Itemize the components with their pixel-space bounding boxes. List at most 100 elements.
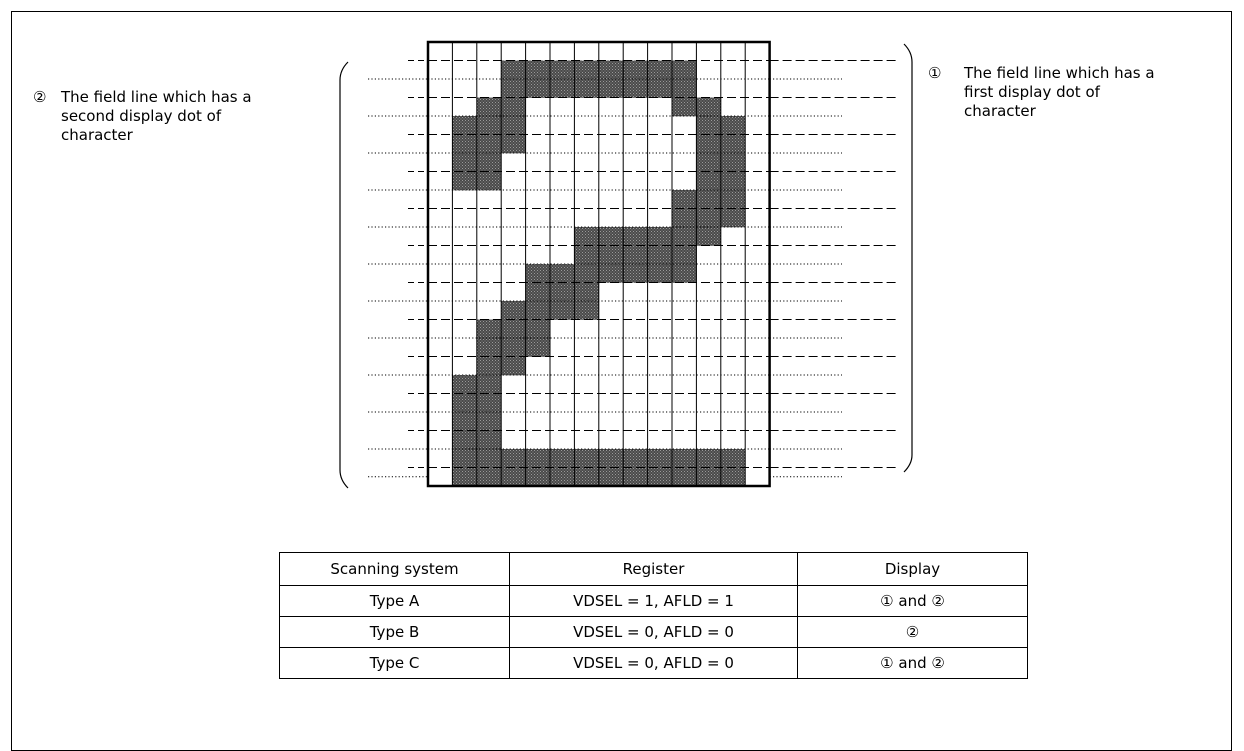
filled-dot-cells <box>452 60 746 487</box>
filled-dot <box>574 282 600 302</box>
annotation-second-line: character <box>61 126 133 144</box>
filled-dot <box>598 449 624 468</box>
filled-dot <box>672 79 697 98</box>
filled-dot <box>623 245 648 265</box>
annotation-first-line: character <box>964 102 1036 120</box>
filled-dot <box>452 153 478 172</box>
filled-dot <box>476 171 502 191</box>
filled-dot <box>672 208 697 228</box>
table-row: Type C VDSEL = 0, AFLD = 0 ① and ② <box>279 647 1028 679</box>
filled-dot <box>720 449 746 468</box>
filled-dot <box>476 412 502 431</box>
filled-dot <box>550 301 575 320</box>
filled-dot <box>452 449 478 468</box>
character-frame-outline <box>426 40 771 488</box>
filled-dot <box>501 467 526 487</box>
annotation-first-line: The field line which has a <box>964 64 1155 82</box>
filled-dot <box>574 60 600 80</box>
dot-grid <box>428 42 770 486</box>
annotation-second-line: second display dot of <box>61 107 222 125</box>
filled-dot <box>574 227 600 246</box>
filled-dot <box>476 319 502 339</box>
filled-dot <box>525 338 551 357</box>
filled-dot <box>647 467 673 487</box>
filled-dot <box>452 430 478 450</box>
filled-dot <box>696 190 722 209</box>
filled-dot <box>550 449 575 468</box>
character-dot-matrix-diagram <box>339 40 913 489</box>
filled-dot <box>598 227 624 246</box>
filled-dot <box>598 245 624 265</box>
filled-dot <box>476 467 502 487</box>
filled-dot <box>501 319 526 339</box>
filled-dot <box>696 153 722 172</box>
filled-dot <box>452 134 478 154</box>
filled-dot <box>525 449 551 468</box>
filled-dot <box>550 264 575 283</box>
filled-dot <box>598 467 624 487</box>
annotation-second-text: The field line which has a second displa… <box>61 88 311 145</box>
filled-dot <box>476 153 502 172</box>
filled-dot <box>672 264 697 283</box>
filled-dot <box>501 449 526 468</box>
filled-dot <box>696 449 722 468</box>
filled-dot <box>501 301 526 320</box>
filled-dot <box>696 227 722 246</box>
filled-dot <box>720 153 746 172</box>
filled-dot <box>501 60 526 80</box>
filled-dot <box>525 301 551 320</box>
filled-dot <box>696 134 722 154</box>
filled-dot <box>623 264 648 283</box>
filled-dot <box>672 467 697 487</box>
filled-dot <box>696 97 722 117</box>
filled-dot <box>525 282 551 302</box>
column-header-display: Display <box>797 552 1028 586</box>
filled-dot <box>550 60 575 80</box>
filled-dot <box>598 79 624 98</box>
table-cell: Type C <box>279 647 510 679</box>
filled-dot <box>574 79 600 98</box>
filled-dot <box>672 245 697 265</box>
table-cell: Type A <box>279 585 510 617</box>
table-cell: ① and ② <box>797 647 1028 679</box>
filled-dot <box>720 116 746 135</box>
filled-dot <box>696 208 722 228</box>
table-cell: Type B <box>279 616 510 648</box>
scanning-system-table: Scanning system Register Display Type A … <box>279 552 1028 679</box>
filled-dot <box>452 375 478 394</box>
filled-dot <box>525 60 551 80</box>
filled-dot <box>720 208 746 228</box>
filled-dot <box>672 97 697 117</box>
filled-dot <box>452 171 478 191</box>
filled-dot <box>720 467 746 487</box>
annotation-first-marker: ① <box>928 64 942 82</box>
column-header-register: Register <box>509 552 798 586</box>
filled-dot <box>672 190 697 209</box>
left-bracket <box>339 61 349 489</box>
filled-dot <box>476 430 502 450</box>
filled-dot <box>476 97 502 117</box>
filled-dot <box>476 338 502 357</box>
filled-dot <box>647 449 673 468</box>
filled-dot <box>598 264 624 283</box>
filled-dot <box>550 282 575 302</box>
filled-dot <box>501 97 526 117</box>
filled-dot <box>476 134 502 154</box>
filled-dot <box>550 79 575 98</box>
annotation-second-marker: ② <box>33 88 47 106</box>
table-cell: VDSEL = 0, AFLD = 0 <box>509 647 798 679</box>
filled-dot <box>574 245 600 265</box>
table-cell: VDSEL = 1, AFLD = 1 <box>509 585 798 617</box>
filled-dot <box>476 393 502 413</box>
filled-dot <box>623 227 648 246</box>
filled-dot <box>574 301 600 320</box>
filled-dot <box>672 60 697 80</box>
filled-dot <box>720 171 746 191</box>
table-cell: ① and ② <box>797 585 1028 617</box>
filled-dot <box>696 467 722 487</box>
filled-dot <box>452 467 478 487</box>
filled-dot <box>647 227 673 246</box>
filled-dot <box>525 79 551 98</box>
filled-dot <box>696 116 722 135</box>
filled-dot <box>574 264 600 283</box>
